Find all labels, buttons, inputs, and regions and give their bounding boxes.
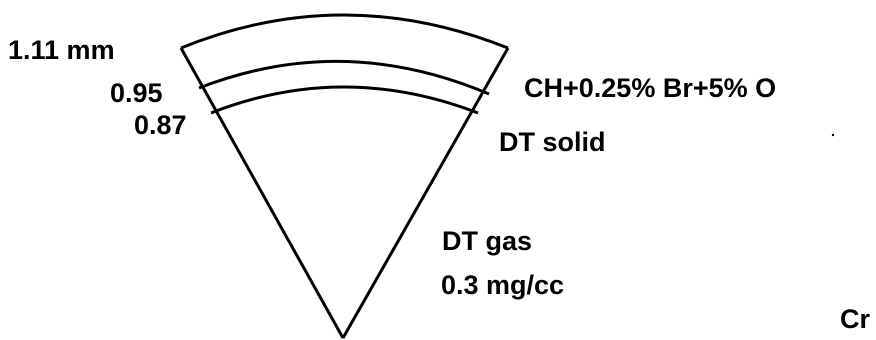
gas-density-label: 0.3 mg/cc bbox=[441, 270, 565, 300]
cropped-text: Cr bbox=[840, 304, 871, 334]
inner-radius-label: 0.87 bbox=[134, 110, 187, 140]
scan-speck bbox=[831, 133, 835, 137]
wedge-left-edge bbox=[179, 47, 345, 339]
ice-label: DT solid bbox=[499, 127, 606, 157]
inner-shell-arc bbox=[210, 85, 479, 115]
outer-shell-arc bbox=[180, 13, 509, 50]
middle-radius-label: 0.95 bbox=[110, 78, 163, 108]
ablator-label: CH+0.25% Br+5% O bbox=[524, 73, 777, 103]
gas-label: DT gas bbox=[442, 226, 533, 256]
middle-shell-arc bbox=[198, 60, 490, 96]
outer-radius-label: 1.11 mm bbox=[8, 35, 115, 65]
wedge-right-edge bbox=[341, 47, 510, 339]
